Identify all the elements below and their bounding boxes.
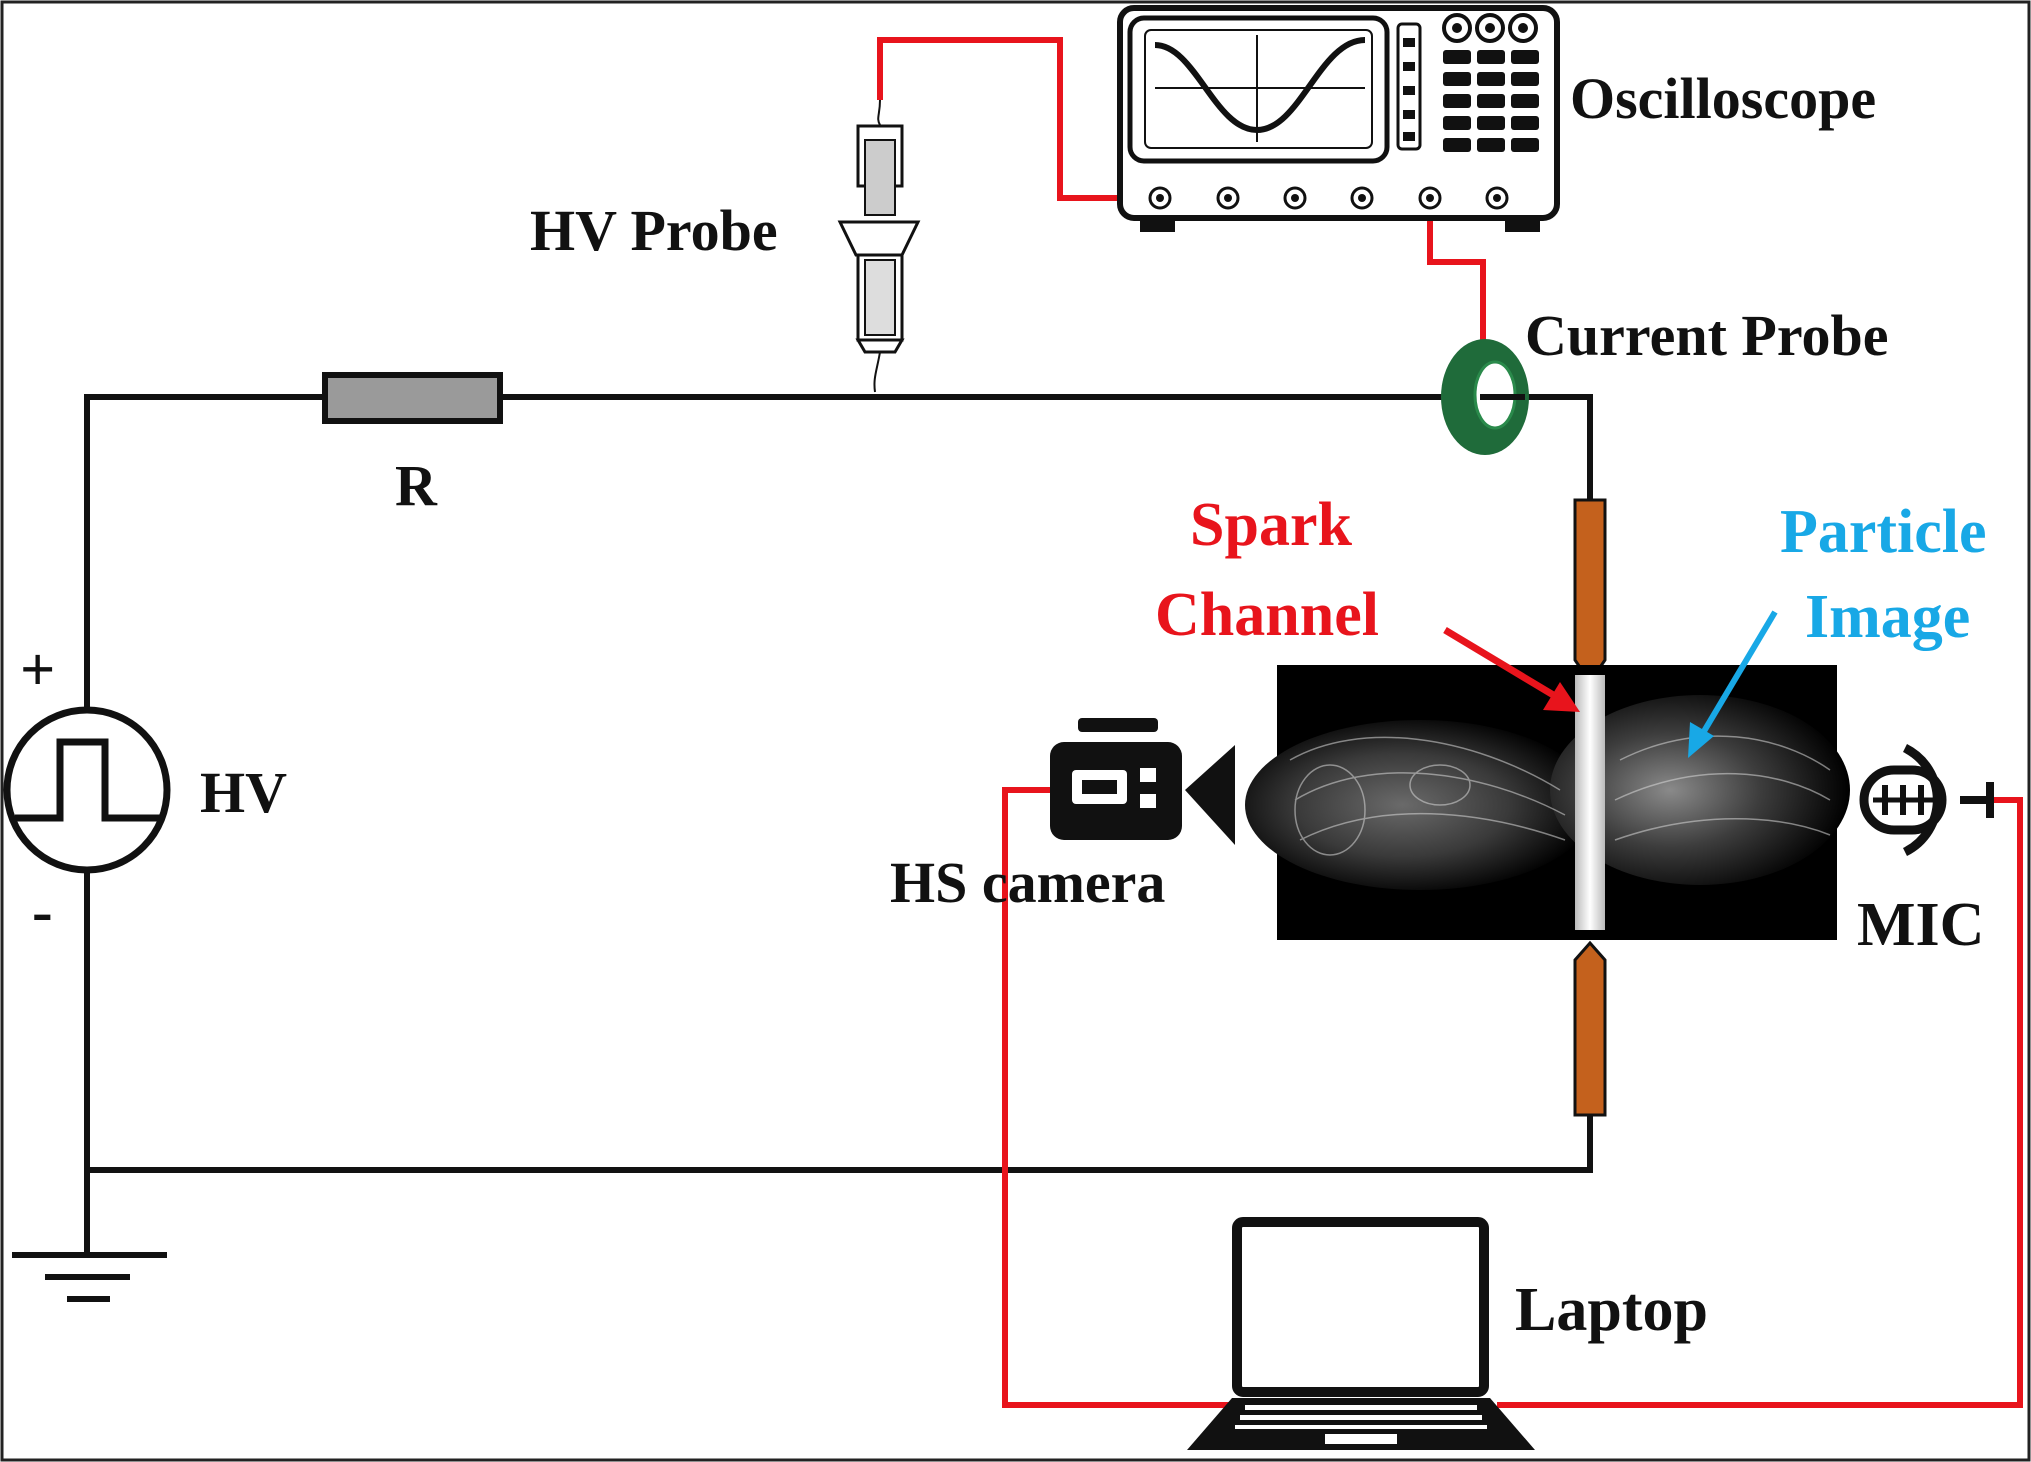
pulse-source-icon [3,706,171,874]
resistor-label: R [395,453,438,518]
oscilloscope-icon [1117,5,1560,232]
ground-icon [12,1252,167,1302]
red-wires [877,37,2023,1408]
hv-probe-label: HV Probe [530,198,778,263]
hv-probe-icon [837,99,921,393]
particle-image-label-line1: Particle [1780,498,1987,566]
particle-image [1245,665,1850,940]
spark-channel-label-line2: Channel [1155,581,1379,649]
oscilloscope-label: Oscilloscope [1570,66,1876,131]
spark-channel-label-line1: Spark [1190,491,1352,559]
current-probe-label: Current Probe [1525,303,1889,368]
spark-arrow-icon [1443,626,1580,712]
hv-source-label: HV [200,760,287,825]
camera-icon [1050,718,1235,845]
resistor-icon [322,372,503,424]
plus-sign: + [20,636,55,704]
laptop-label: Laptop [1515,1276,1708,1344]
minus-sign: - [32,878,53,946]
laptop-icon [1187,1217,1535,1450]
particle-arrow-icon [1688,610,1778,758]
microphone-icon [1859,743,1994,857]
black-wires [84,394,1593,1255]
particle-image-label-line2: Image [1805,583,1970,651]
electrode-icon [1573,498,1607,1117]
mic-label: MIC [1857,891,1984,959]
hs-camera-label: HS camera [890,850,1165,915]
